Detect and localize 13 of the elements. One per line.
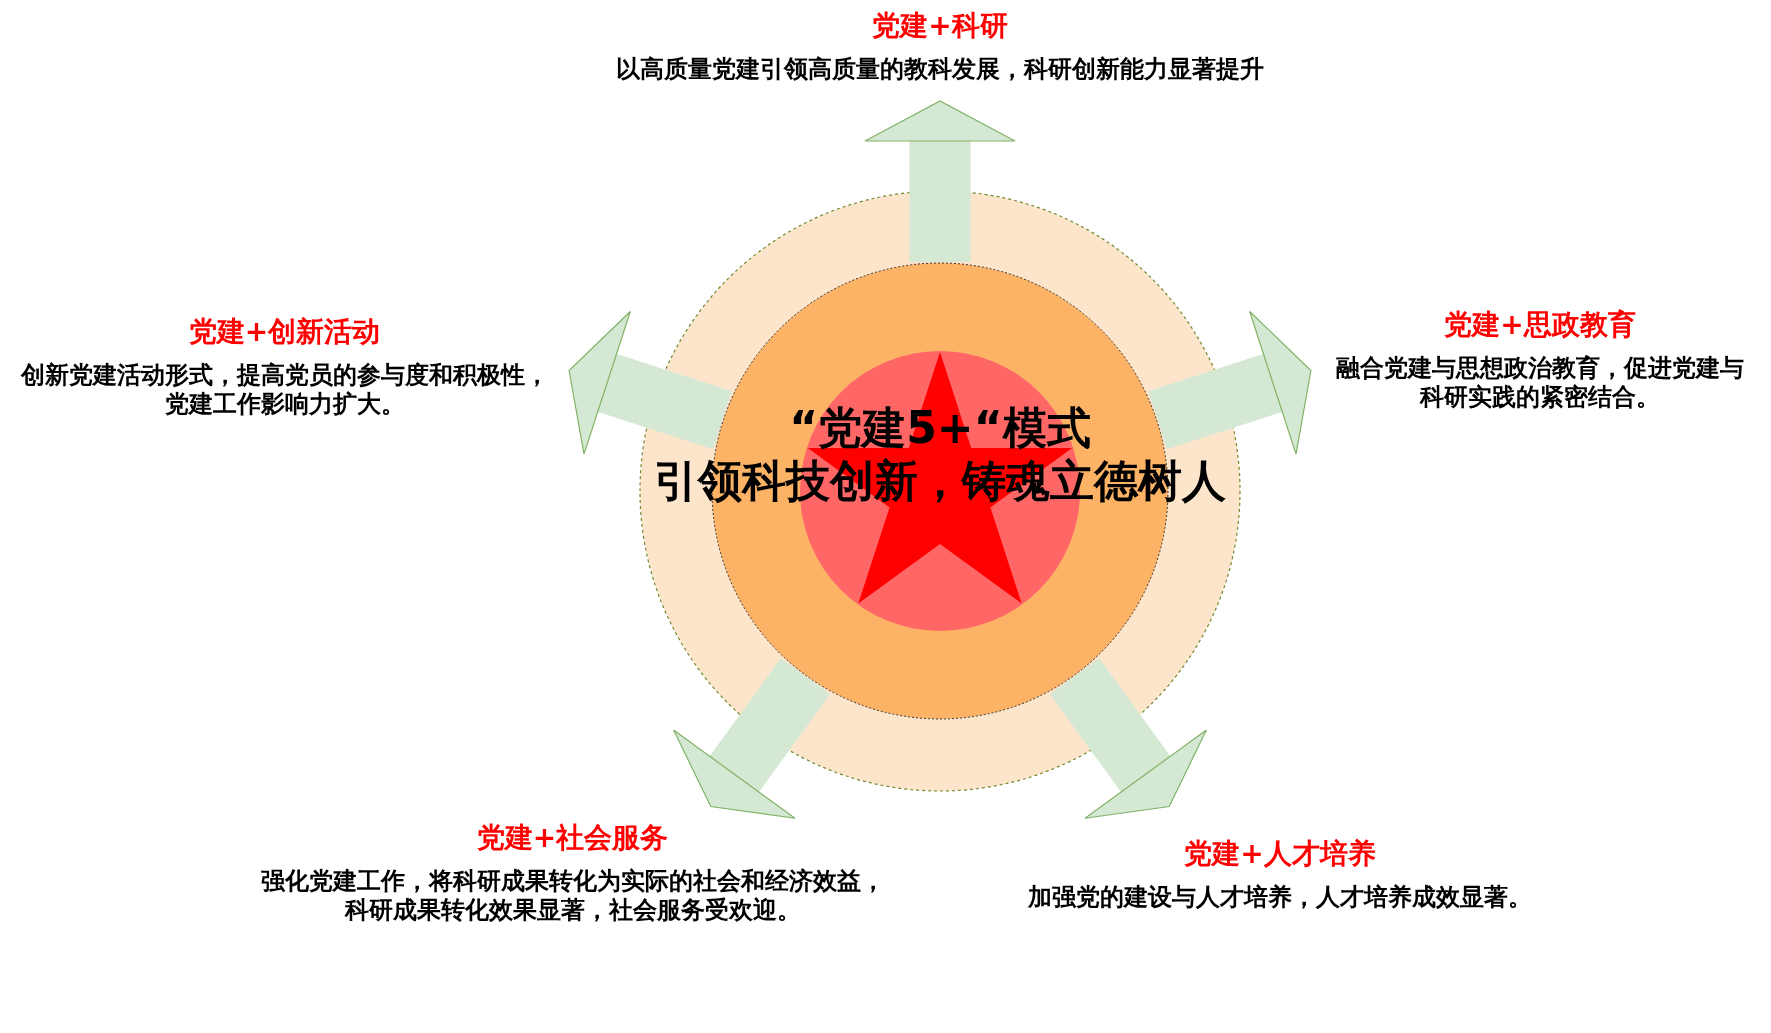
center-slogan: 引领科技创新，铸魂立德树人 xyxy=(654,455,1226,506)
description-text: 加强党的建设与人才培养，人才培养成效显著。 xyxy=(1028,883,1532,912)
description-text: 融合党建与思想政治教育，促进党建与科研实践的紧密结合。 xyxy=(1335,354,1745,412)
block-arrow xyxy=(864,100,1016,262)
category-heading: 党建+人才培养 xyxy=(1184,837,1376,871)
category-heading: 党建+社会服务 xyxy=(476,821,669,855)
description-text: 以高质量党建引领高质量的教科发展，科研创新能力显著提升 xyxy=(616,55,1264,84)
category-heading: 党建+创新活动 xyxy=(188,315,381,349)
category-heading: 党建+科研 xyxy=(872,9,1008,43)
description-text: 创新党建活动形式，提高党员的参与度和积极性，党建工作影响力扩大。 xyxy=(19,361,550,419)
category-heading: 党建+思政教育 xyxy=(1444,308,1636,342)
description-text: 强化党建工作，将科研成果转化为实际的社会和经济效益，科研成果转化效果显著，社会服务受欢迎。 xyxy=(259,867,886,925)
center-title: “党建5+“模式 xyxy=(789,402,1091,453)
